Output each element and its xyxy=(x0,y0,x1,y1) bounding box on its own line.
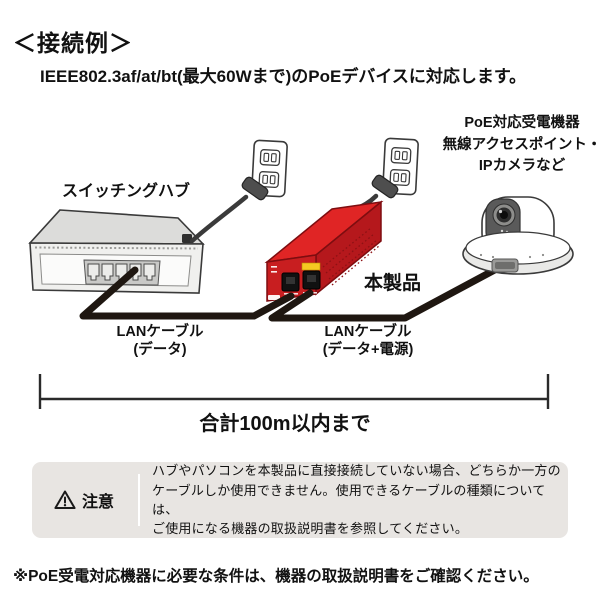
lan-cable-data-label: LANケーブル (データ) xyxy=(116,324,204,358)
hub-label: スイッチングハブ xyxy=(62,183,191,200)
page-title: ＜接続例＞ xyxy=(13,30,133,56)
power-plug-left xyxy=(241,176,269,201)
lan-cable-data xyxy=(79,266,295,320)
vent-holes xyxy=(322,227,380,286)
poe-injector-illustration xyxy=(264,200,384,302)
caution-divider xyxy=(138,474,140,526)
caution-label: 注意 xyxy=(82,494,115,511)
switching-hub-illustration xyxy=(28,209,205,294)
warning-icon xyxy=(54,490,76,509)
distance-label: 合計100m以内まで xyxy=(199,413,371,435)
lan-cable-data-power-label: LANケーブル (データ+電源) xyxy=(322,324,414,358)
footnote: ※PoE受電対応機器に必要な条件は、機器の取扱説明書をご確認ください。 xyxy=(13,568,539,585)
power-outlet-right xyxy=(345,137,419,216)
caution-heading: 注意 xyxy=(32,488,138,512)
ip-camera-illustration xyxy=(462,196,574,275)
compatibility-note: IEEE802.3af/at/bt(最大60Wまで)のPoEデバイスに対応します… xyxy=(40,67,527,86)
power-outlet-left xyxy=(189,139,288,244)
caution-box: 注意 ハブやパソコンを本製品に直接接続していない場合、どちらか一方の ケーブルし… xyxy=(32,462,568,538)
hub-power-jack xyxy=(182,234,192,243)
hub-power-cord xyxy=(189,194,249,244)
caution-text: ハブやパソコンを本製品に直接接続していない場合、どちらか一方の ケーブルしか使用… xyxy=(152,463,561,537)
lan-cable-data-power xyxy=(268,262,506,322)
camera-lens xyxy=(498,209,503,214)
distance-bracket xyxy=(38,374,550,409)
brand-logo xyxy=(268,295,280,300)
power-plug-right xyxy=(371,174,399,199)
powered-device-label: PoE対応受電機器 無線アクセスポイント・ IPカメラなど xyxy=(442,115,600,174)
product-label: 本製品 xyxy=(364,273,422,294)
port-label-sticker xyxy=(301,262,321,271)
